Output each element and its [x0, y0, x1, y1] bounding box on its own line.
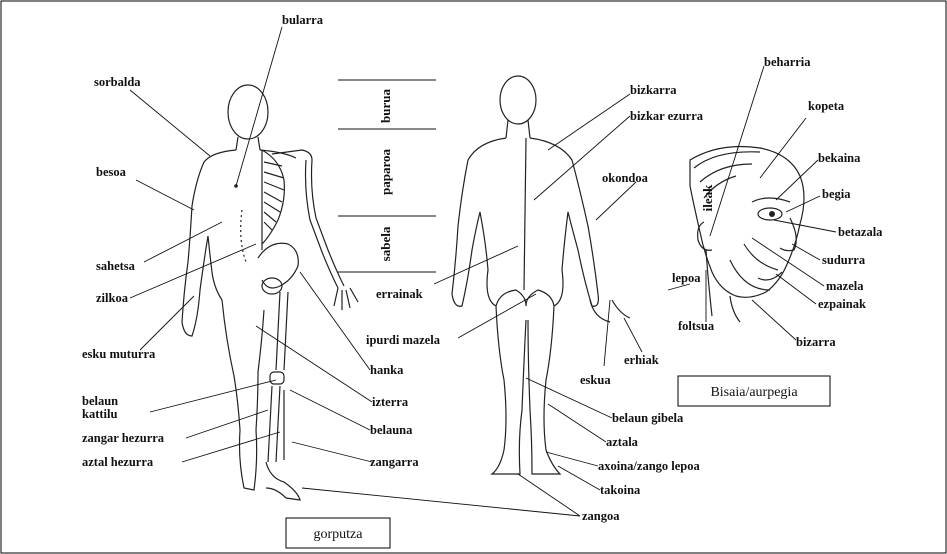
body-title-box: gorputza: [286, 518, 390, 548]
label-aztal-hezurra: aztal hezurra: [82, 455, 154, 469]
label-esku-muturra: esku muturra: [82, 347, 156, 361]
label-mazela: mazela: [826, 279, 864, 293]
label-zangoa: zangoa: [582, 509, 620, 523]
label-foltsua: foltsua: [678, 319, 715, 333]
label-axoina: axoina/zango lepoa: [598, 459, 700, 473]
label-begia: begia: [822, 187, 851, 201]
label-bizkar-ezurra: bizkar ezurra: [630, 109, 704, 123]
label-lepoa: lepoa: [672, 271, 701, 285]
region-labels: burua paparoa sabela: [378, 89, 393, 262]
label-takoina: takoina: [600, 483, 641, 497]
front-body-figure: [182, 85, 358, 500]
label-bularra: bularra: [282, 13, 324, 27]
face-title-box: Bisaia/aurpegia: [678, 376, 830, 406]
label-erhiak: erhiak: [624, 353, 659, 367]
label-besoa: besoa: [96, 165, 127, 179]
label-eskua: eskua: [580, 373, 611, 387]
label-belaun: belaun: [82, 394, 118, 408]
front-labels: bularra sorbalda besoa sahetsa zilkoa es…: [82, 13, 419, 469]
label-sorbalda: sorbalda: [94, 75, 141, 89]
body-title: gorputza: [314, 527, 364, 542]
label-betazala: betazala: [838, 225, 883, 239]
label-okondoa: okondoa: [602, 171, 649, 185]
label-errainak: errainak: [376, 287, 423, 301]
label-ezpainak: ezpainak: [818, 297, 866, 311]
label-beharria: beharria: [764, 55, 811, 69]
label-izterra: izterra: [372, 395, 409, 409]
label-belauna: belauna: [370, 423, 413, 437]
leader-lines: [130, 27, 836, 516]
label-zangarra: zangarra: [370, 455, 419, 469]
face-labels: beharria kopeta bekaina begia ileak beta…: [672, 55, 883, 349]
label-paparoa: paparoa: [378, 149, 393, 195]
label-sudurra: sudurra: [822, 253, 866, 267]
label-kattilu: kattilu: [82, 407, 117, 421]
face-title: Bisaia/aurpegia: [710, 385, 798, 400]
label-sahetsa: sahetsa: [96, 259, 136, 273]
label-belaun-gibela: belaun gibela: [612, 411, 684, 425]
label-kopeta: kopeta: [808, 99, 845, 113]
label-hanka: hanka: [370, 363, 404, 377]
label-bizkarra: bizkarra: [630, 83, 677, 97]
face-figure: [690, 147, 804, 323]
label-sabela: sabela: [378, 226, 393, 261]
label-bekaina: bekaina: [818, 151, 861, 165]
label-ileak: ileak: [700, 184, 715, 211]
label-zangar-hezurra: zangar hezurra: [82, 431, 165, 445]
label-burua: burua: [378, 89, 393, 123]
label-bizarra: bizarra: [796, 335, 836, 349]
label-aztala: aztala: [606, 435, 639, 449]
label-zilkoa: zilkoa: [96, 291, 129, 305]
label-ipurdi-mazela: ipurdi mazela: [366, 333, 441, 347]
